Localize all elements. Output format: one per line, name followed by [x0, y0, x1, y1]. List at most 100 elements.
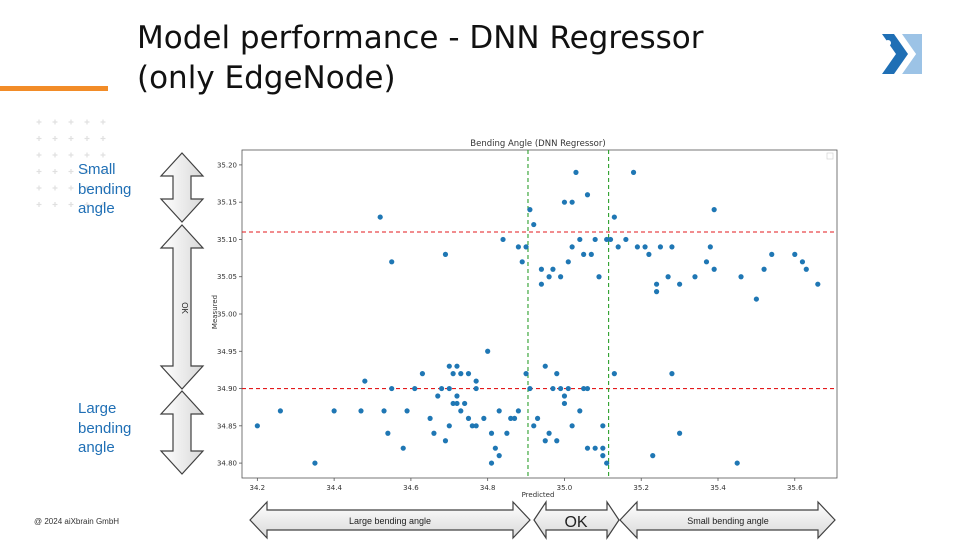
large-range-double-arrow [159, 390, 205, 475]
data-point [677, 281, 683, 287]
data-point [769, 251, 775, 257]
data-point [254, 423, 260, 429]
data-point [450, 371, 456, 377]
data-point [738, 274, 744, 280]
data-point [389, 259, 395, 265]
aixbrain-x-logo [880, 34, 924, 74]
data-point [538, 266, 545, 272]
data-point [442, 251, 449, 257]
data-point [584, 192, 591, 198]
horizontal-range-arrows: Large bending angle OK Small bending ang… [249, 500, 836, 540]
data-point [531, 221, 537, 228]
data-point [377, 214, 383, 220]
data-point [389, 385, 395, 392]
data-point [473, 385, 479, 392]
data-point [669, 244, 675, 250]
small-angle-double-arrow [619, 500, 836, 540]
y-tick-label: 34.85 [217, 422, 237, 430]
data-point [492, 445, 498, 451]
data-point [277, 408, 283, 414]
data-point [496, 453, 502, 459]
title-line-1: Model performance - DNN Regressor [137, 20, 704, 56]
x-tick-label: 34.4 [326, 484, 342, 492]
data-point [454, 400, 460, 407]
data-point [600, 453, 606, 459]
data-point [692, 274, 698, 280]
small-label-line-3: angle [78, 200, 115, 217]
ok-arrow-label: OK [564, 514, 587, 531]
small-angle-arrow-label: Small bending angle [687, 516, 769, 526]
data-point [611, 371, 617, 377]
x-tick-label: 35.2 [633, 484, 649, 492]
data-point [569, 199, 575, 205]
plot-area [241, 149, 838, 479]
data-point [707, 244, 713, 250]
data-point [611, 214, 617, 220]
x-tick-label: 34.6 [403, 484, 419, 492]
y-axis-label: Measured [211, 295, 219, 329]
data-point [588, 251, 594, 257]
accent-bar [0, 86, 108, 91]
data-point [646, 251, 652, 257]
data-point [600, 445, 606, 451]
x-tick-label: 34.2 [250, 484, 266, 492]
data-point [561, 400, 568, 407]
data-point [465, 415, 472, 421]
data-point [803, 266, 809, 272]
data-point [508, 415, 514, 421]
data-point [458, 408, 464, 414]
data-point [592, 445, 598, 451]
data-point [653, 289, 660, 295]
data-point [569, 423, 575, 429]
data-point [473, 378, 479, 384]
large-bending-angle-label: Large bending angle [78, 399, 131, 458]
data-point [711, 266, 717, 272]
data-point [815, 281, 821, 287]
legend-box [826, 152, 834, 160]
data-point [534, 415, 541, 421]
large-angle-double-arrow [249, 500, 531, 540]
data-point [753, 296, 759, 302]
data-point [565, 259, 571, 265]
data-point [465, 371, 472, 377]
data-point [527, 385, 533, 392]
large-angle-arrow-label: Large bending angle [349, 516, 431, 526]
data-point [331, 408, 337, 414]
data-point [431, 430, 437, 436]
data-point [650, 453, 656, 459]
data-point [412, 385, 418, 392]
data-point [523, 244, 529, 250]
data-point [604, 460, 610, 466]
data-point [362, 378, 368, 384]
data-point [623, 236, 629, 243]
copyright-footer: @ 2024 aiXbrain GmbH [34, 517, 120, 526]
data-point [600, 423, 606, 429]
vertical-range-arrows: OK [159, 152, 205, 475]
data-point [458, 371, 464, 377]
x-tick-label: 35.4 [710, 484, 726, 492]
data-point [485, 348, 491, 354]
y-tick-label: 35.00 [217, 311, 237, 319]
data-point [630, 169, 637, 175]
decorative-plus-grid [36, 119, 106, 207]
data-point [581, 251, 587, 257]
data-point [527, 207, 533, 213]
data-point [569, 244, 575, 250]
data-point [462, 400, 468, 407]
ok-vertical-label: OK [180, 302, 189, 314]
data-point [653, 281, 660, 287]
data-point [577, 408, 583, 414]
data-point [385, 430, 391, 436]
data-point [577, 236, 583, 243]
data-point [711, 207, 717, 213]
data-point [400, 445, 406, 451]
slide-title: Model performance - DNN Regressor (only … [137, 18, 704, 98]
y-tick-label: 35.15 [217, 199, 237, 207]
data-point [469, 423, 475, 429]
data-point [657, 244, 664, 250]
data-point [554, 371, 560, 377]
data-point [558, 385, 564, 392]
data-point [665, 274, 671, 280]
data-point [312, 460, 318, 466]
